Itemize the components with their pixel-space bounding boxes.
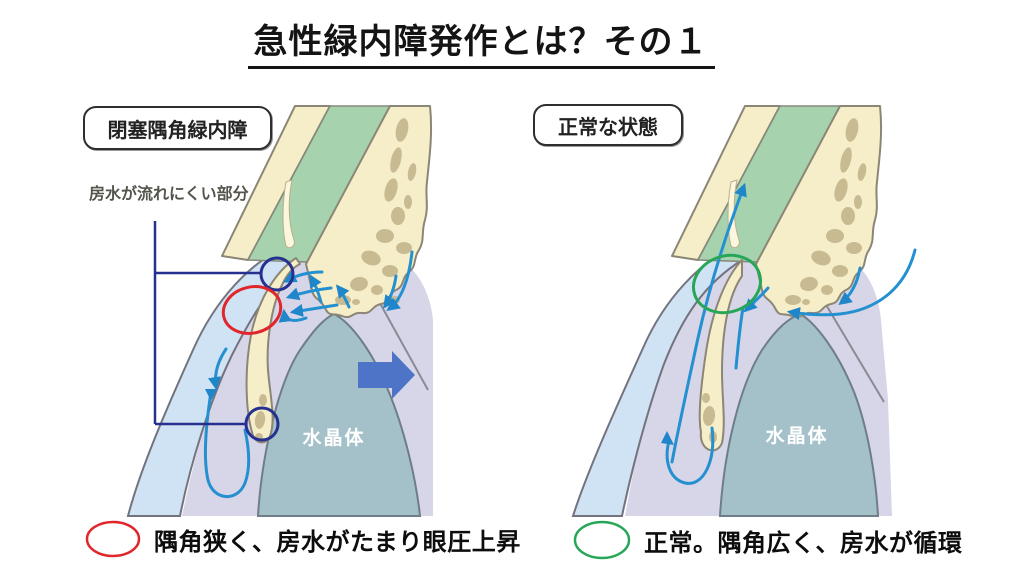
legend-item-normal: 正常。隅角広く、房水が循環 [572,519,963,561]
left-eye-cross-section: 水晶体 [126,105,433,517]
iris-marbling [702,393,717,443]
lens-label-left: 水晶体 [302,426,365,449]
transition-arrow-icon [358,351,415,399]
blocked-spot-circle-lower [244,406,280,442]
open-angle-green-ellipse [692,253,762,315]
right-diagram-label: 正常な状態 [533,104,683,146]
lens-label-right: 水晶体 [765,424,828,447]
left-diagram-label-text: 閉塞隅角緑内障 [107,119,248,142]
narrow-angle-red-ellipse [221,285,283,335]
red-ellipse-icon [85,520,141,558]
right-diagram-label-text: 正常な状態 [558,116,658,139]
blocked-spot-circle-upper [259,256,295,292]
blocked-flow-arrows [203,250,414,499]
legend-text-normal: 正常。隅角広く、房水が循環 [644,529,963,557]
iris-shape [698,259,743,452]
slide-title-text: 急性緑内障発作とは？その１ [247,14,715,69]
right-eye-cross-section: 水晶体 [571,105,917,517]
blocked-area-bracket [153,221,260,426]
blocked-flow-annotation: 房水が流れにくい部分 [89,186,249,203]
left-diagram-label: 閉塞隅角緑内障 [83,106,272,150]
schlemm-canal-icon [282,179,295,249]
cornea-shape [571,242,744,517]
legend-item-closed-angle: 隅角狭く、房水がたまり眼圧上昇 [84,519,521,559]
legend-text-closed-angle: 隅角狭く、房水がたまり眼圧上昇 [154,528,521,556]
green-ellipse-icon [573,520,631,560]
iris-marbling [254,394,267,441]
zonule-line [375,295,429,391]
circulation-flow-arrows [661,182,917,485]
slide-title: 急性緑内障発作とは？その１ [0,14,962,69]
